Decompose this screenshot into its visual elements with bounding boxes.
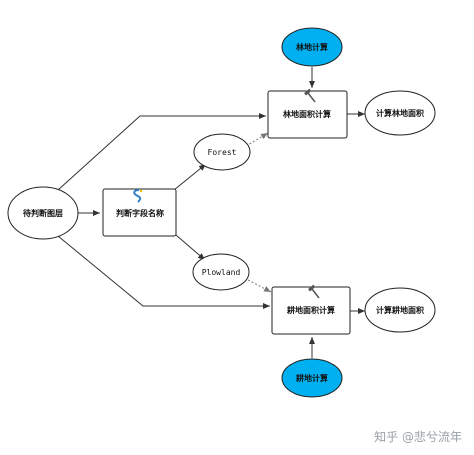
edge-input-plow-calc (57, 235, 270, 309)
node-forest-value[interactable]: Forest (193, 133, 251, 171)
connectors (57, 67, 365, 358)
edge-judge-plowland (175, 234, 206, 261)
edge-forest-calc (245, 132, 269, 147)
node-plow-out-label: 计算耕地面积 (376, 305, 424, 315)
node-plowland-param[interactable]: 耕地计算 (281, 358, 343, 398)
node-plow-param-label: 耕地计算 (295, 373, 328, 383)
edge-judge-forest (173, 163, 207, 191)
node-forest-out-label: 计算林地面积 (376, 108, 424, 118)
node-judge-label: 判断字段名称 (116, 208, 164, 218)
node-input-layer[interactable]: 待判断图层 (7, 186, 79, 240)
node-judge-field[interactable]: 判断字段名称 (102, 188, 177, 237)
node-forest-param-label: 林地计算 (296, 42, 328, 52)
node-forest-param[interactable]: 林地计算 (281, 27, 343, 67)
node-forest-output[interactable]: 计算林地面积 (364, 90, 436, 136)
python-script-icon (133, 189, 143, 203)
watermark: 知乎 @悲兮流年 (374, 430, 462, 444)
node-plow-calc-label: 耕地面积计算 (286, 305, 335, 315)
node-forest-area-calc[interactable]: 林地面积计算 (267, 88, 348, 139)
hammer-tool-icon (304, 88, 316, 103)
edge-input-forest-calc (57, 113, 266, 191)
edge-plowland-calc (247, 279, 272, 293)
hammer-tool-icon (308, 284, 320, 299)
node-plowland-value[interactable]: Plowland (192, 253, 250, 291)
node-input-label: 待判断图层 (22, 208, 63, 218)
node-plowland-area-calc[interactable]: 耕地面积计算 (271, 284, 351, 335)
node-forest-label: Forest (208, 148, 237, 157)
node-plowland-label: Plowland (202, 268, 241, 277)
node-forest-calc-label: 林地面积计算 (283, 109, 331, 119)
node-plowland-output[interactable]: 计算耕地面积 (364, 287, 436, 333)
